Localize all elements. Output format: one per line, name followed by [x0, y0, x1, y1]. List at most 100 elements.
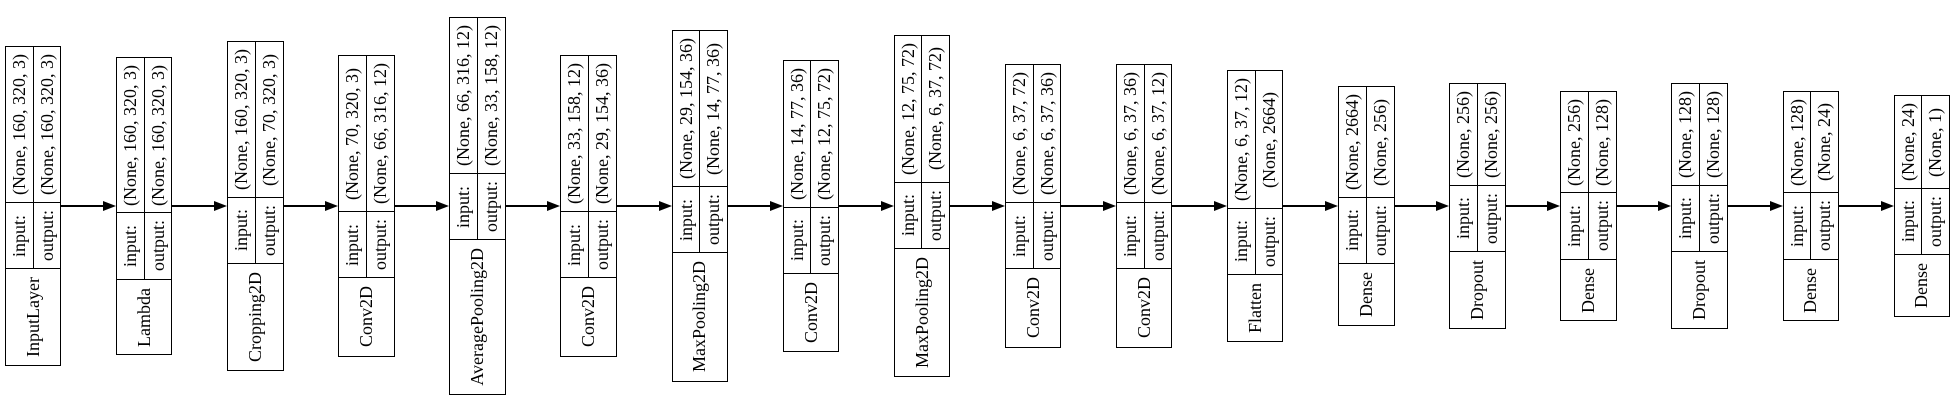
input-shape: (None, 66, 316, 12) [453, 25, 474, 167]
layer-name-row: Lambda [117, 280, 171, 355]
output-label: output: [1036, 210, 1057, 262]
edge-line [61, 205, 105, 207]
layer-name: AveragePooling2D [467, 248, 488, 386]
labels-row: input:output: [1561, 193, 1616, 260]
arrowhead-icon [769, 201, 783, 211]
labels-row: input:output: [6, 203, 61, 270]
output-label-cell: output: [1034, 203, 1061, 268]
output-shape: (None, 256) [1480, 91, 1501, 178]
output-label-cell: output: [256, 198, 283, 263]
edge-arrow [61, 201, 117, 211]
input-shape-cell: (None, 66, 316, 12) [450, 18, 479, 174]
arrowhead-icon [325, 201, 339, 211]
input-shape: (None, 256) [1564, 98, 1585, 186]
output-label: output: [1480, 192, 1501, 244]
input-shape: (None, 6, 37, 36) [1119, 72, 1140, 196]
output-shape: (None, 2664) [1258, 91, 1279, 188]
labels-row: input:output: [1228, 208, 1283, 275]
input-label-cell: input: [1561, 193, 1589, 259]
output-label-cell: output: [1700, 186, 1727, 251]
output-shape-cell: (None, 1) [1922, 96, 1949, 188]
input-label: input: [1231, 220, 1252, 263]
input-shape-cell: (None, 256) [1561, 91, 1589, 193]
labels-row: input:output: [783, 207, 839, 274]
edge-arrow [1505, 201, 1561, 211]
layer-name-row: Conv2D [1117, 269, 1171, 346]
labels-row: input:output: [1672, 185, 1727, 252]
input-label: input: [1119, 214, 1140, 257]
edge-arrow [172, 201, 228, 211]
layer-name: InputLayer [22, 277, 43, 357]
input-label: input: [1008, 214, 1029, 257]
input-shape-cell: (None, 33, 158, 12) [561, 56, 590, 212]
edge-line [1505, 205, 1549, 207]
input-shape: (None, 33, 158, 12) [564, 63, 585, 205]
layer-name-row: MaxPooling2D [673, 253, 727, 380]
input-label-cell: input: [6, 203, 34, 269]
output-label-cell: output: [811, 208, 838, 273]
output-label: output: [1369, 204, 1390, 256]
shapes-row: (None, 6, 37, 72)(None, 6, 37, 36) [1005, 65, 1061, 204]
edge-line [1838, 205, 1882, 207]
input-shape: (None, 128) [1675, 91, 1696, 178]
layer-name: MaxPooling2D [911, 256, 932, 368]
input-shape: (None, 6, 37, 72) [1008, 72, 1029, 196]
arrowhead-icon [991, 201, 1005, 211]
output-shape: (None, 33, 158, 12) [481, 25, 502, 167]
output-shape: (None, 6, 37, 12) [1147, 72, 1168, 196]
layer-name: Conv2D [356, 286, 377, 348]
output-shape: (None, 66, 316, 12) [369, 63, 390, 205]
input-shape-cell: (None, 6, 37, 72) [1006, 65, 1034, 203]
input-label-cell: input: [450, 174, 479, 240]
layer-name: MaxPooling2D [689, 261, 710, 373]
input-shape-cell: (None, 256) [1450, 84, 1478, 185]
input-shape: (None, 160, 320, 3) [9, 54, 29, 195]
edge-line [1727, 205, 1771, 207]
layer-node: (None, 14, 77, 36)(None, 12, 75, 72)inpu… [782, 59, 840, 352]
edge-arrow [616, 201, 672, 211]
layer-name-row: Conv2D [784, 274, 838, 351]
output-shape-cell: (None, 29, 154, 36) [589, 56, 616, 211]
arrowhead-icon [436, 201, 450, 211]
output-shape-cell: (None, 24) [1811, 92, 1838, 193]
output-shape-cell: (None, 14, 77, 36) [700, 31, 727, 186]
output-shape: (None, 128) [1703, 91, 1724, 178]
input-label-cell: input: [895, 182, 923, 248]
input-label: input: [1564, 204, 1585, 247]
arrowhead-icon [1214, 201, 1228, 211]
input-shape: (None, 160, 320, 3) [120, 64, 141, 206]
output-label-cell: output: [1922, 189, 1949, 254]
output-shape: (None, 160, 320, 3) [36, 54, 57, 195]
layer-node: (None, 160, 320, 3)(None, 160, 320, 3)in… [116, 56, 173, 356]
layer-node: (None, 24)(None, 1)input:output:Dense [1893, 95, 1950, 317]
output-label: output: [147, 220, 168, 272]
layer-node: (None, 6, 37, 72)(None, 6, 37, 36) input:… [1004, 64, 1062, 348]
input-label: input: [1897, 200, 1918, 243]
arrowhead-icon [1769, 201, 1783, 211]
input-label-cell: input: [561, 212, 590, 278]
layer-name: Cropping2D [245, 272, 266, 362]
layer-name: Dense [1911, 263, 1932, 308]
input-label: input: [453, 185, 474, 228]
output-label: output: [369, 219, 390, 271]
input-shape: (None, 128) [1786, 98, 1807, 186]
layer-node: (None, 6, 37, 36) (None, 6, 37, 12) input:… [1115, 64, 1173, 348]
output-label-cell: output: [1478, 186, 1505, 251]
arrowhead-icon [103, 201, 117, 211]
edge-arrow [394, 201, 450, 211]
edge-arrow [950, 201, 1005, 211]
input-label: input: [1786, 204, 1807, 247]
edge-line [505, 205, 549, 207]
shapes-row: (None, 29, 154, 36)(None, 14, 77, 36) [672, 31, 727, 188]
layer-name-row: Dense [1561, 260, 1615, 321]
input-label-cell: input: [1339, 197, 1367, 263]
arrowhead-icon [880, 201, 894, 211]
input-label-cell: input: [1672, 185, 1701, 251]
input-shape-cell: (None, 128) [1672, 84, 1701, 185]
edge-line [1283, 205, 1327, 207]
output-label: output: [703, 194, 724, 246]
layer-name-row: Dropout [1450, 252, 1504, 328]
shapes-row: (None, 70, 320, 3)(None, 66, 316, 12) [339, 56, 394, 213]
input-label: input: [9, 214, 29, 257]
